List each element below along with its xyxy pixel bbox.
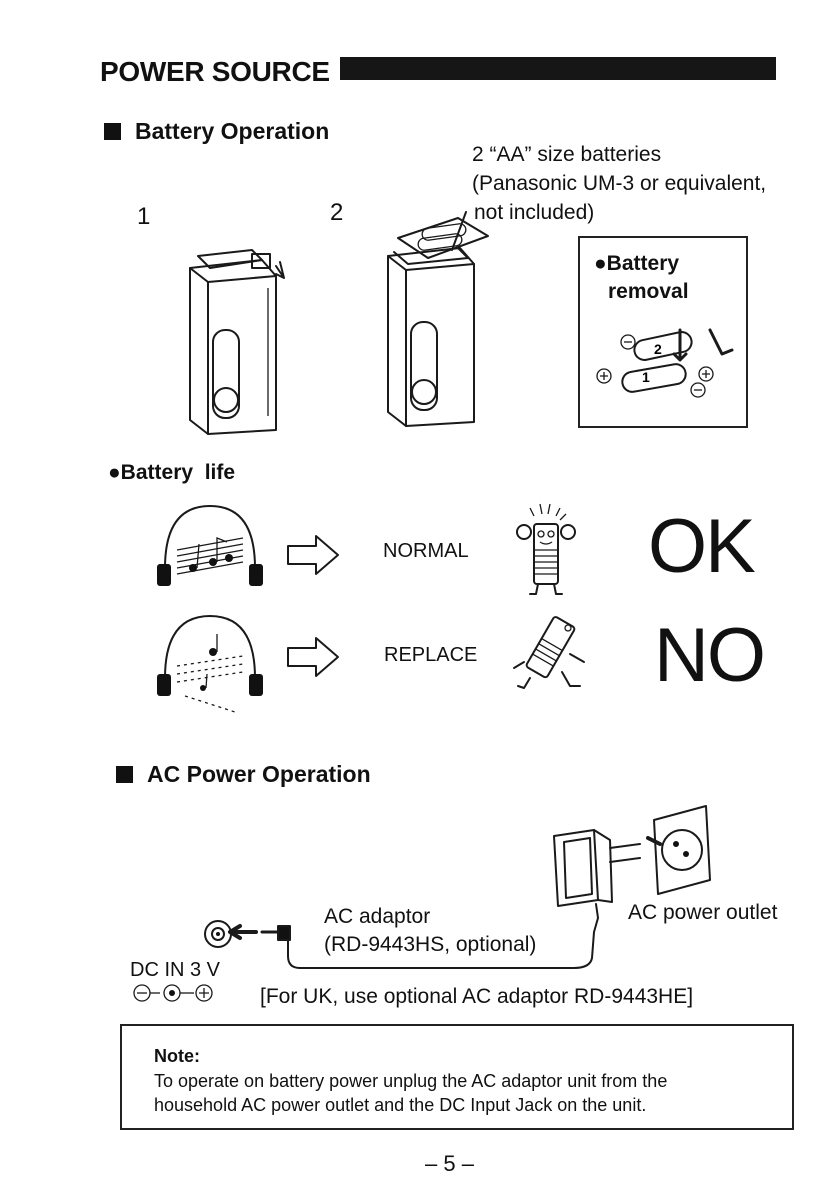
bullet-square xyxy=(104,123,121,140)
battery-removal-panel: ●Battery removal 2 1 xyxy=(578,236,748,428)
note-line-2: household AC power outlet and the DC Inp… xyxy=(154,1095,647,1115)
arrow-right-icon xyxy=(287,535,339,575)
page-number: – 5 – xyxy=(425,1151,474,1176)
note-label: Note: xyxy=(154,1046,200,1066)
arrow-right-icon-2 xyxy=(287,637,339,677)
ac-outlet-label: AC power outlet xyxy=(628,901,778,924)
uk-adaptor-note: [For UK, use optional AC adaptor RD-9443… xyxy=(260,985,694,1008)
battery-replace-label: REPLACE xyxy=(384,644,478,666)
note-line-1: To operate on battery power unplug the A… xyxy=(154,1071,668,1091)
battery-ok-verdict: OK xyxy=(648,504,756,589)
happy-battery-icon xyxy=(516,503,576,595)
bullet-square-2 xyxy=(116,766,133,783)
svg-text:1: 1 xyxy=(642,369,650,385)
ac-power-heading: AC Power Operation xyxy=(116,761,371,788)
headphones-music-icon xyxy=(157,505,263,586)
dc-input-label: DC IN 3 V xyxy=(130,959,221,981)
ac-adaptor-illustration xyxy=(204,805,711,969)
headphones-weak-icon xyxy=(157,615,263,713)
ac-adaptor-label-line-1: AC adaptor xyxy=(324,905,431,928)
ac-adaptor-label-line-2: (RD-9443HS, optional) xyxy=(324,933,537,956)
battery-no-verdict: NO xyxy=(654,613,766,698)
battery-normal-label: NORMAL xyxy=(383,540,469,562)
page-title: POWER SOURCE xyxy=(100,56,330,87)
battery-spec-line-3: not included) xyxy=(474,201,595,224)
battery-spec-line-2: (Panasonic UM-3 or equivalent, xyxy=(472,172,767,195)
battery-removal-title: ●Battery removal xyxy=(594,252,689,303)
battery-operation-heading: Battery Operation xyxy=(104,118,329,145)
polarity-symbol-icon xyxy=(133,984,213,1002)
battery-life-heading: ●Battery life xyxy=(108,461,236,484)
player-step2-illustration xyxy=(387,211,489,427)
step-1-label: 1 xyxy=(137,203,151,230)
svg-text:2: 2 xyxy=(654,341,662,357)
battery-removal-illustration: 2 1 xyxy=(596,328,734,398)
step-2-label: 2 xyxy=(330,199,344,226)
tired-battery-icon xyxy=(513,616,585,689)
title-rule xyxy=(340,57,776,80)
battery-spec-line-1: 2 “AA” size batteries xyxy=(472,143,662,166)
player-step1-illustration xyxy=(189,249,285,435)
note-box: Note: To operate on battery power unplug… xyxy=(120,1024,794,1130)
